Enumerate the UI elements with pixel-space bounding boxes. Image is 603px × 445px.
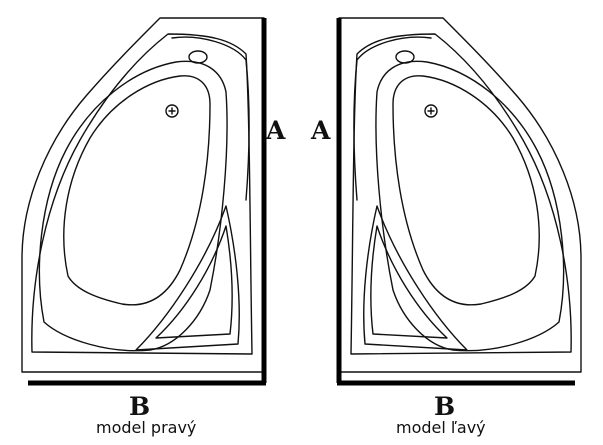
dimension-a-right-model: A [266, 116, 286, 145]
tub-seat-inner [370, 225, 448, 339]
tub-outer-rim [338, 17, 582, 373]
tub-basin-inner [63, 75, 211, 306]
tub-top-detail [171, 36, 250, 201]
tub-seat-inner [155, 225, 233, 339]
tub-overflow [395, 50, 415, 64]
walls-right-model [28, 18, 267, 386]
tub-outer-rim [21, 17, 265, 373]
model-label-left: model ľavý [396, 418, 486, 437]
tub-rim-inner [350, 33, 572, 355]
tub-rim-inner [31, 33, 253, 355]
model-label-right: model pravý [96, 418, 197, 437]
tub-basin-outer [38, 60, 228, 352]
dimension-b-right-model: B [129, 392, 151, 421]
dimension-b-left-model: B [434, 392, 456, 421]
bathtub-left-model [336, 17, 582, 386]
tub-drain [424, 104, 438, 118]
tub-overflow [188, 50, 208, 64]
tub-top-detail [353, 36, 432, 201]
tub-seat [363, 205, 468, 351]
dimension-a-left-model: A [311, 116, 331, 145]
tub-basin-inner [392, 75, 540, 306]
tub-seat [135, 205, 240, 351]
tub-basin-outer [375, 60, 565, 352]
bathtub-right-model [21, 17, 265, 373]
tub-drain [165, 104, 179, 118]
